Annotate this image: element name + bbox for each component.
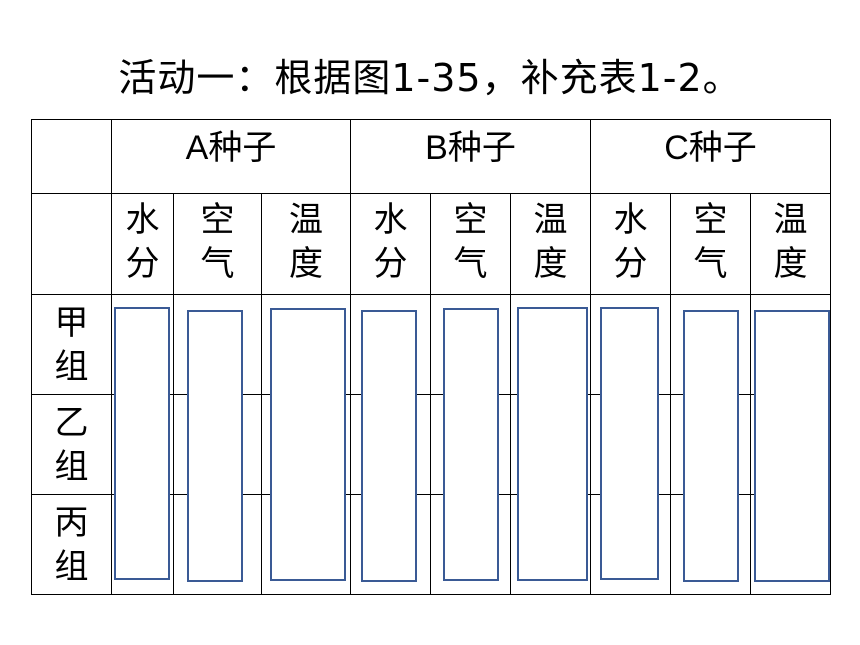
- factor-water-a: 水分: [111, 193, 174, 295]
- activity-title: 活动一：根据图1-35，补充表1-2。: [118, 56, 742, 100]
- answer-box-a-temperature[interactable]: [270, 308, 346, 581]
- seed-b-header: B种子: [350, 119, 591, 194]
- answer-box-b-water[interactable]: [361, 310, 417, 582]
- factor-air-a: 空气: [173, 193, 262, 295]
- answer-box-b-temperature[interactable]: [517, 307, 588, 581]
- answer-box-c-temperature[interactable]: [754, 310, 830, 582]
- factor-temperature-b: 温度: [510, 193, 591, 295]
- group-bing-label: 丙组: [31, 494, 112, 595]
- factor-temperature-c: 温度: [750, 193, 831, 295]
- factor-air-c: 空气: [670, 193, 751, 295]
- answer-box-a-water[interactable]: [114, 307, 170, 580]
- seed-c-header: C种子: [590, 119, 831, 194]
- factor-air-b: 空气: [430, 193, 511, 295]
- answer-box-a-air[interactable]: [187, 310, 243, 582]
- group-jia-label: 甲组: [31, 294, 112, 395]
- seed-header-row: A种子 B种子 C种子: [31, 119, 831, 194]
- factor-header-row: 水分 空气 温度 水分 空气 温度 水分 空气 温度: [31, 193, 831, 295]
- factor-temperature-a: 温度: [261, 193, 351, 295]
- factor-water-b: 水分: [350, 193, 431, 295]
- answer-box-c-air[interactable]: [683, 310, 739, 582]
- factor-water-c: 水分: [590, 193, 671, 295]
- seed-a-header: A种子: [111, 119, 351, 194]
- answer-box-b-air[interactable]: [443, 308, 499, 581]
- answer-box-c-water[interactable]: [600, 307, 659, 580]
- group-yi-label: 乙组: [31, 394, 112, 495]
- corner-cell: [31, 119, 112, 194]
- corner-cell-lower: [31, 193, 112, 295]
